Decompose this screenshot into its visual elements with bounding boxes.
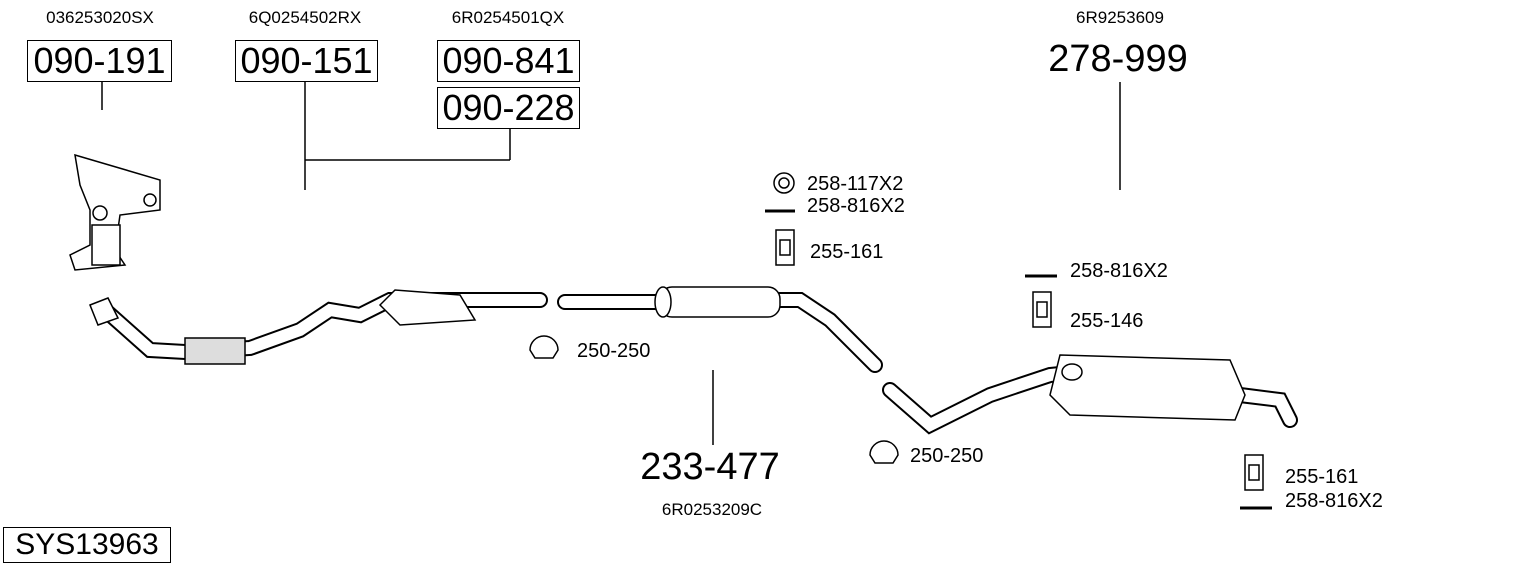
front-pipe-icon bbox=[89, 289, 548, 365]
accessory-label[interactable]: 258-816X2 bbox=[1070, 260, 1168, 282]
oem-number: 6R0254501QX bbox=[451, 8, 565, 27]
part-number-box[interactable]: 090-191 bbox=[27, 40, 172, 82]
part-number-box[interactable]: 090-151 bbox=[235, 40, 378, 82]
accessory-label[interactable]: 255-146 bbox=[1070, 310, 1144, 332]
part-number-box[interactable]: 090-228 bbox=[437, 87, 580, 129]
system-id-box: SYS13963 bbox=[3, 527, 171, 563]
exhaust-manifold-icon bbox=[69, 153, 161, 271]
part-number-box[interactable]: 090-841 bbox=[437, 40, 580, 82]
rubber-mount-icon bbox=[1244, 454, 1264, 491]
rubber-mount-icon bbox=[1032, 291, 1052, 328]
rear-silencer-icon bbox=[882, 354, 1298, 435]
middle-silencer-icon bbox=[557, 286, 883, 373]
part-number[interactable]: 233-477 bbox=[640, 446, 780, 488]
leader-lines bbox=[101, 82, 1121, 445]
accessory-label[interactable]: 258-816X2 bbox=[807, 195, 905, 217]
clamp-icon bbox=[529, 335, 559, 359]
accessory-label[interactable]: 250-250 bbox=[577, 340, 651, 362]
rubber-mount-icon bbox=[775, 229, 795, 266]
accessory-label[interactable]: 255-161 bbox=[1285, 466, 1359, 488]
oem-number: 6R0253209C bbox=[661, 500, 763, 519]
clamp-icon bbox=[869, 440, 899, 464]
accessory-label[interactable]: 258-117X2 bbox=[807, 173, 904, 195]
part-number[interactable]: 278-999 bbox=[1048, 38, 1188, 80]
accessory-label[interactable]: 250-250 bbox=[910, 445, 984, 467]
oem-number: 6Q0254502RX bbox=[248, 8, 362, 27]
accessory-label[interactable]: 255-161 bbox=[810, 241, 884, 263]
oem-number: 6R9253609 bbox=[1076, 8, 1164, 27]
accessory-label[interactable]: 258-816X2 bbox=[1285, 490, 1383, 512]
oem-number: 036253020SX bbox=[46, 8, 154, 27]
ring-gasket-icon bbox=[773, 172, 795, 194]
